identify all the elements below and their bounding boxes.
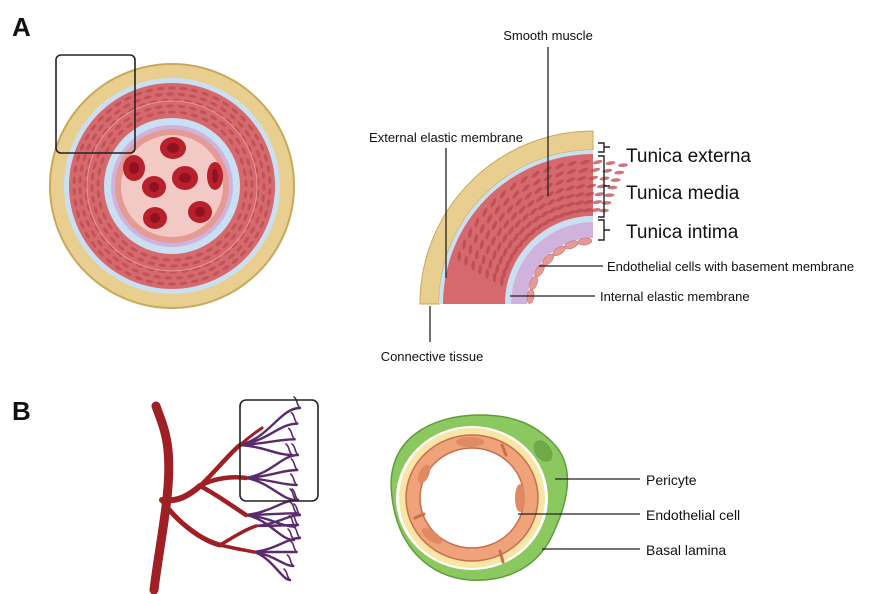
brace-externa: [598, 143, 610, 152]
artery-wall-detail: [420, 47, 628, 342]
red-blood-cell: [207, 162, 223, 190]
red-blood-cell: [143, 207, 167, 229]
red-blood-cell: [188, 201, 212, 223]
label-endothelial-cell: Endothelial cell: [646, 507, 740, 523]
label-external-elastic-membrane: External elastic membrane: [369, 130, 523, 145]
brace-intima: [598, 220, 610, 240]
label-tunica-externa: Tunica externa: [626, 146, 751, 167]
label-connective-tissue: Connective tissue: [381, 349, 484, 364]
zoom-box-b: [240, 400, 318, 501]
red-blood-cell: [160, 137, 186, 159]
label-endothelial-basement: Endothelial cells with basement membrane: [607, 259, 854, 274]
panel-letter-a: A: [12, 12, 31, 42]
label-internal-elastic-membrane: Internal elastic membrane: [600, 289, 750, 304]
label-pericyte: Pericyte: [646, 472, 697, 488]
red-blood-cell: [123, 155, 145, 181]
label-basal-lamina: Basal lamina: [646, 542, 726, 558]
capillary-cross-section: [391, 415, 640, 580]
capillary-tree: [154, 397, 318, 590]
panel-letter-b: B: [12, 396, 31, 426]
label-tunica-media: Tunica media: [626, 183, 740, 204]
artery-cross-section: [50, 55, 294, 308]
arteriole-branches: [154, 406, 262, 590]
red-blood-cell: [142, 176, 166, 198]
label-tunica-intima: Tunica intima: [626, 222, 739, 243]
label-smooth-muscle: Smooth muscle: [503, 28, 593, 43]
red-blood-cell: [172, 166, 198, 190]
